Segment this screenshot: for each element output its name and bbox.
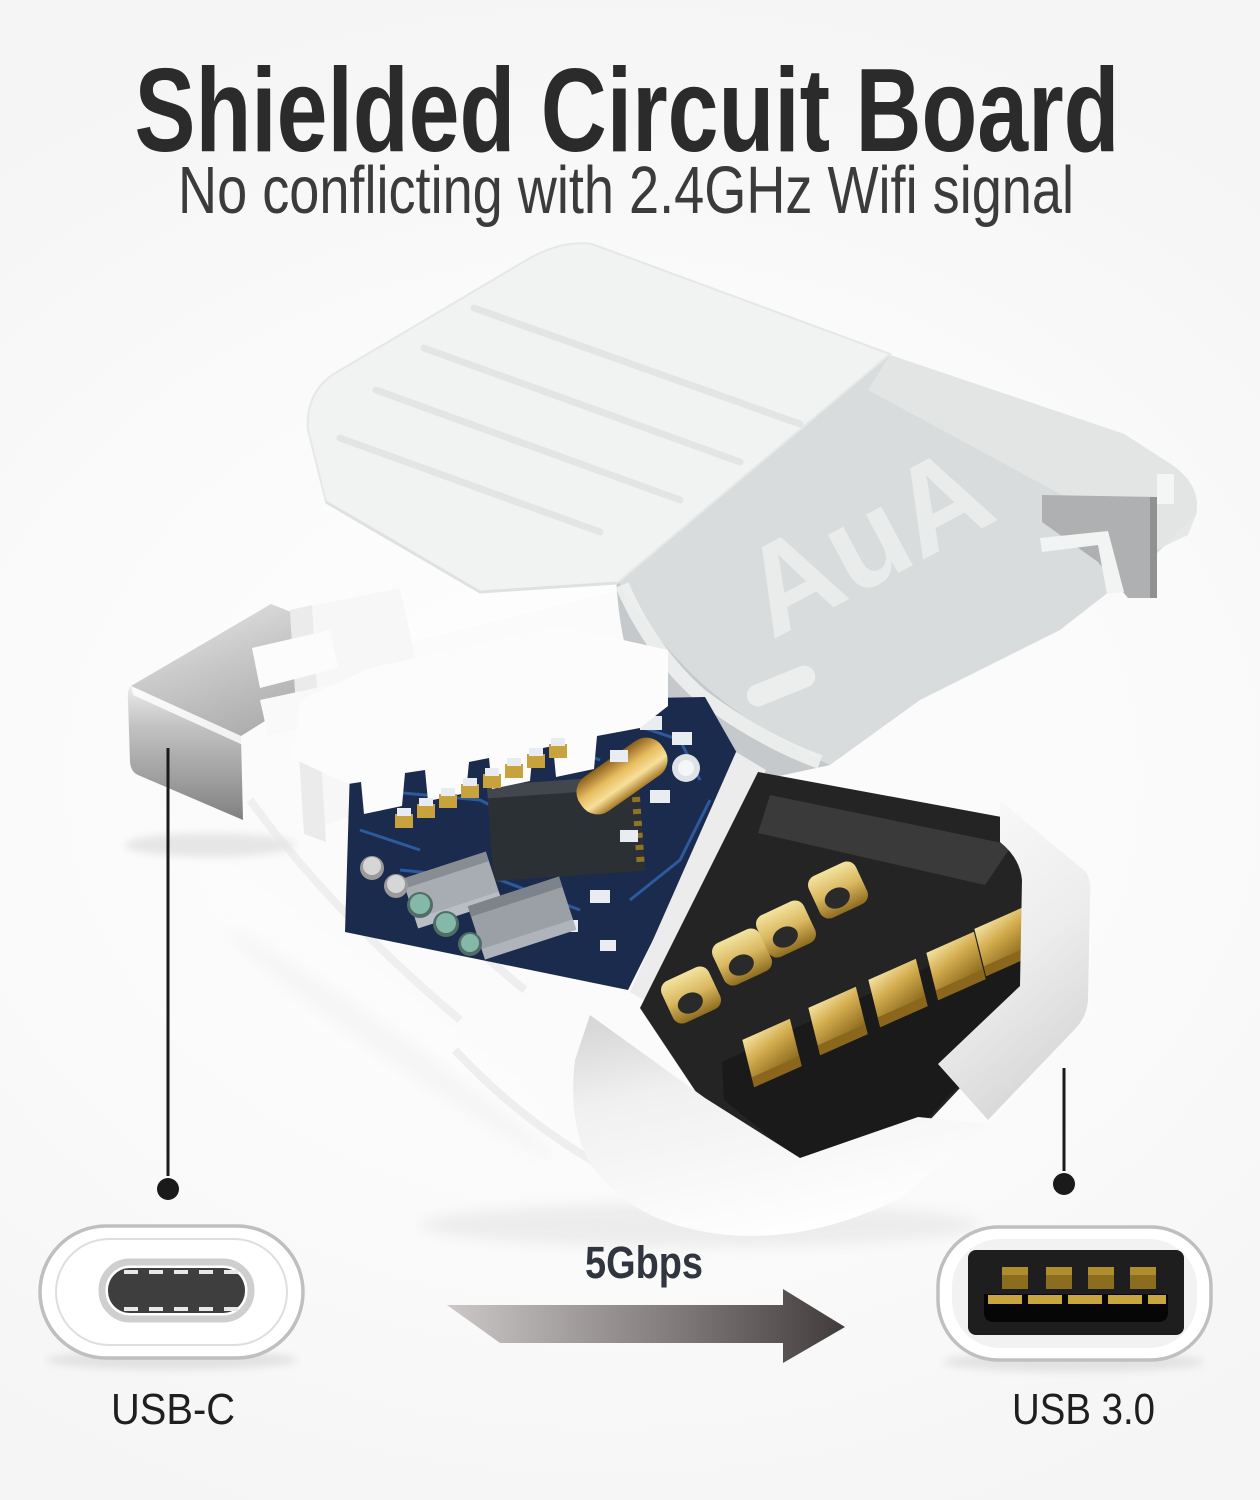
svg-text:Shielded Circuit Board: Shielded Circuit Board — [135, 44, 1120, 177]
svg-text:USB-C: USB-C — [111, 1385, 235, 1434]
svg-text:5Gbps: 5Gbps — [585, 1237, 703, 1288]
svg-text:USB 3.0: USB 3.0 — [1012, 1385, 1155, 1434]
svg-text:No conflicting with 2.4GHz Wif: No conflicting with 2.4GHz Wifi signal — [178, 153, 1074, 228]
